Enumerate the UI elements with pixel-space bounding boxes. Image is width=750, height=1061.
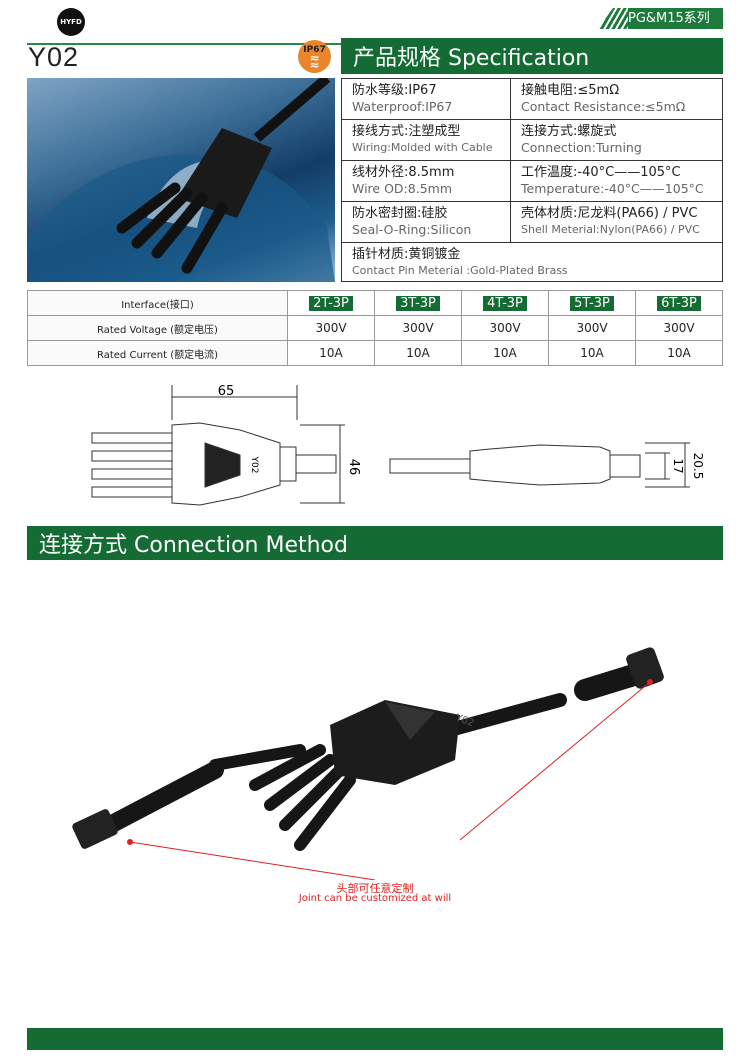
series-label: PG&M15系列 [628,11,710,26]
dim-length: 65 [218,384,235,399]
current-cell: 10A [461,340,549,366]
dim-height: 46 [346,459,361,476]
footer-bar [27,1028,723,1050]
current-cell: 10A [635,340,723,366]
voltage-cell: 300V [548,315,636,341]
drawing-marking: Y02 [249,456,259,474]
interface-tag: 4T-3P [483,295,527,311]
voltage-cell: 300V [635,315,723,341]
note-en: Joint can be customized at will [298,893,452,904]
dim-d2: 20.5 [691,453,705,480]
row-label: Rated Voltage (额定电压) [27,315,288,341]
model-title: Y02 [28,42,80,72]
table-row: Rated Voltage (额定电压) 300V 300V 300V 300V… [27,315,723,341]
table-row: Interface(接口) 2T-3P 3T-3P 4T-3P 5T-3P 6T… [27,290,723,316]
note-zh: 头部可任意定制 [336,882,414,895]
spec-header: 产品规格 Specification [341,38,723,74]
current-cell: 10A [548,340,636,366]
current-cell: 10A [374,340,462,366]
dimension-drawing: 65 46 Y02 17 20.5 [91,384,705,506]
voltage-cell: 300V [287,315,375,341]
current-cell: 10A [287,340,375,366]
table-row: Rated Current (额定电流) 10A 10A 10A 10A 10A [27,340,723,366]
product-render: Y02 [72,647,664,880]
interface-tag: 5T-3P [570,295,614,311]
dim-d1: 17 [671,458,685,473]
interface-table: Interface(接口) 2T-3P 3T-3P 4T-3P 5T-3P 6T… [27,290,723,366]
voltage-cell: 300V [461,315,549,341]
voltage-cell: 300V [374,315,462,341]
row-label: Interface(接口) [27,290,288,316]
row-label: Rated Current (额定电流) [27,340,288,366]
interface-tag: 6T-3P [657,295,701,311]
interface-tag: 3T-3P [396,295,440,311]
series-banner: PG&M15系列 [598,8,723,29]
interface-tag: 2T-3P [309,295,353,311]
product-photo [27,78,335,282]
ip67-badge: IP67≈≈ [298,40,331,73]
connection-header: 连接方式 Connection Method [27,526,723,560]
company-logo: HYFD [57,8,85,36]
